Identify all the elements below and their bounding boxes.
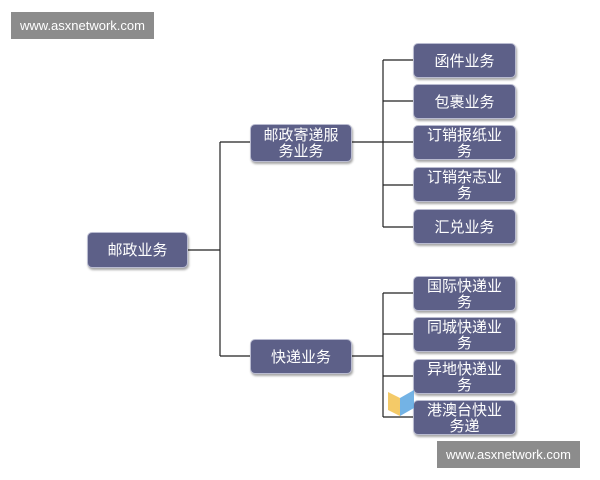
leaf-node-same-city: 同城快递业务 bbox=[413, 317, 516, 352]
root-node: 邮政业务 bbox=[87, 232, 188, 268]
leaf-node-label: 同城快递业务 bbox=[426, 317, 502, 352]
leaf-node-label: 港澳台快业务递 bbox=[426, 400, 502, 435]
leaf-node-letters: 函件业务 bbox=[413, 43, 516, 78]
leaf-node-label: 异地快递业务 bbox=[426, 359, 502, 394]
branch-node-postal: 邮政寄递服务业务 bbox=[250, 124, 352, 162]
leaf-node-label: 包裹业务 bbox=[434, 92, 495, 111]
leaf-node-remittance: 汇兑业务 bbox=[413, 209, 516, 244]
leaf-node-hk-macao-taiwan: 港澳台快业务递 bbox=[413, 400, 516, 435]
leaf-node-label: 订销报纸业务 bbox=[426, 125, 502, 160]
watermark-bottom: www.asxnetwork.com bbox=[437, 441, 580, 468]
branch-node-label: 快递业务 bbox=[270, 347, 331, 366]
branch-node-label: 邮政寄递服务业务 bbox=[263, 126, 339, 160]
leaf-node-label: 订销杂志业务 bbox=[426, 167, 502, 202]
leaf-node-intercity: 异地快递业务 bbox=[413, 359, 516, 394]
branch-node-express: 快递业务 bbox=[250, 339, 352, 374]
leaf-node-label: 汇兑业务 bbox=[434, 217, 495, 236]
root-node-label: 邮政业务 bbox=[107, 241, 168, 259]
watermark-top: www.asxnetwork.com bbox=[11, 12, 154, 39]
leaf-node-magazines: 订销杂志业务 bbox=[413, 167, 516, 202]
leaf-node-label: 函件业务 bbox=[434, 51, 495, 70]
leaf-node-international: 国际快递业务 bbox=[413, 276, 516, 311]
leaf-node-label: 国际快递业务 bbox=[426, 276, 502, 311]
leaf-node-parcels: 包裹业务 bbox=[413, 84, 516, 119]
watermark-logo-icon bbox=[388, 390, 414, 416]
leaf-node-newspapers: 订销报纸业务 bbox=[413, 125, 516, 160]
